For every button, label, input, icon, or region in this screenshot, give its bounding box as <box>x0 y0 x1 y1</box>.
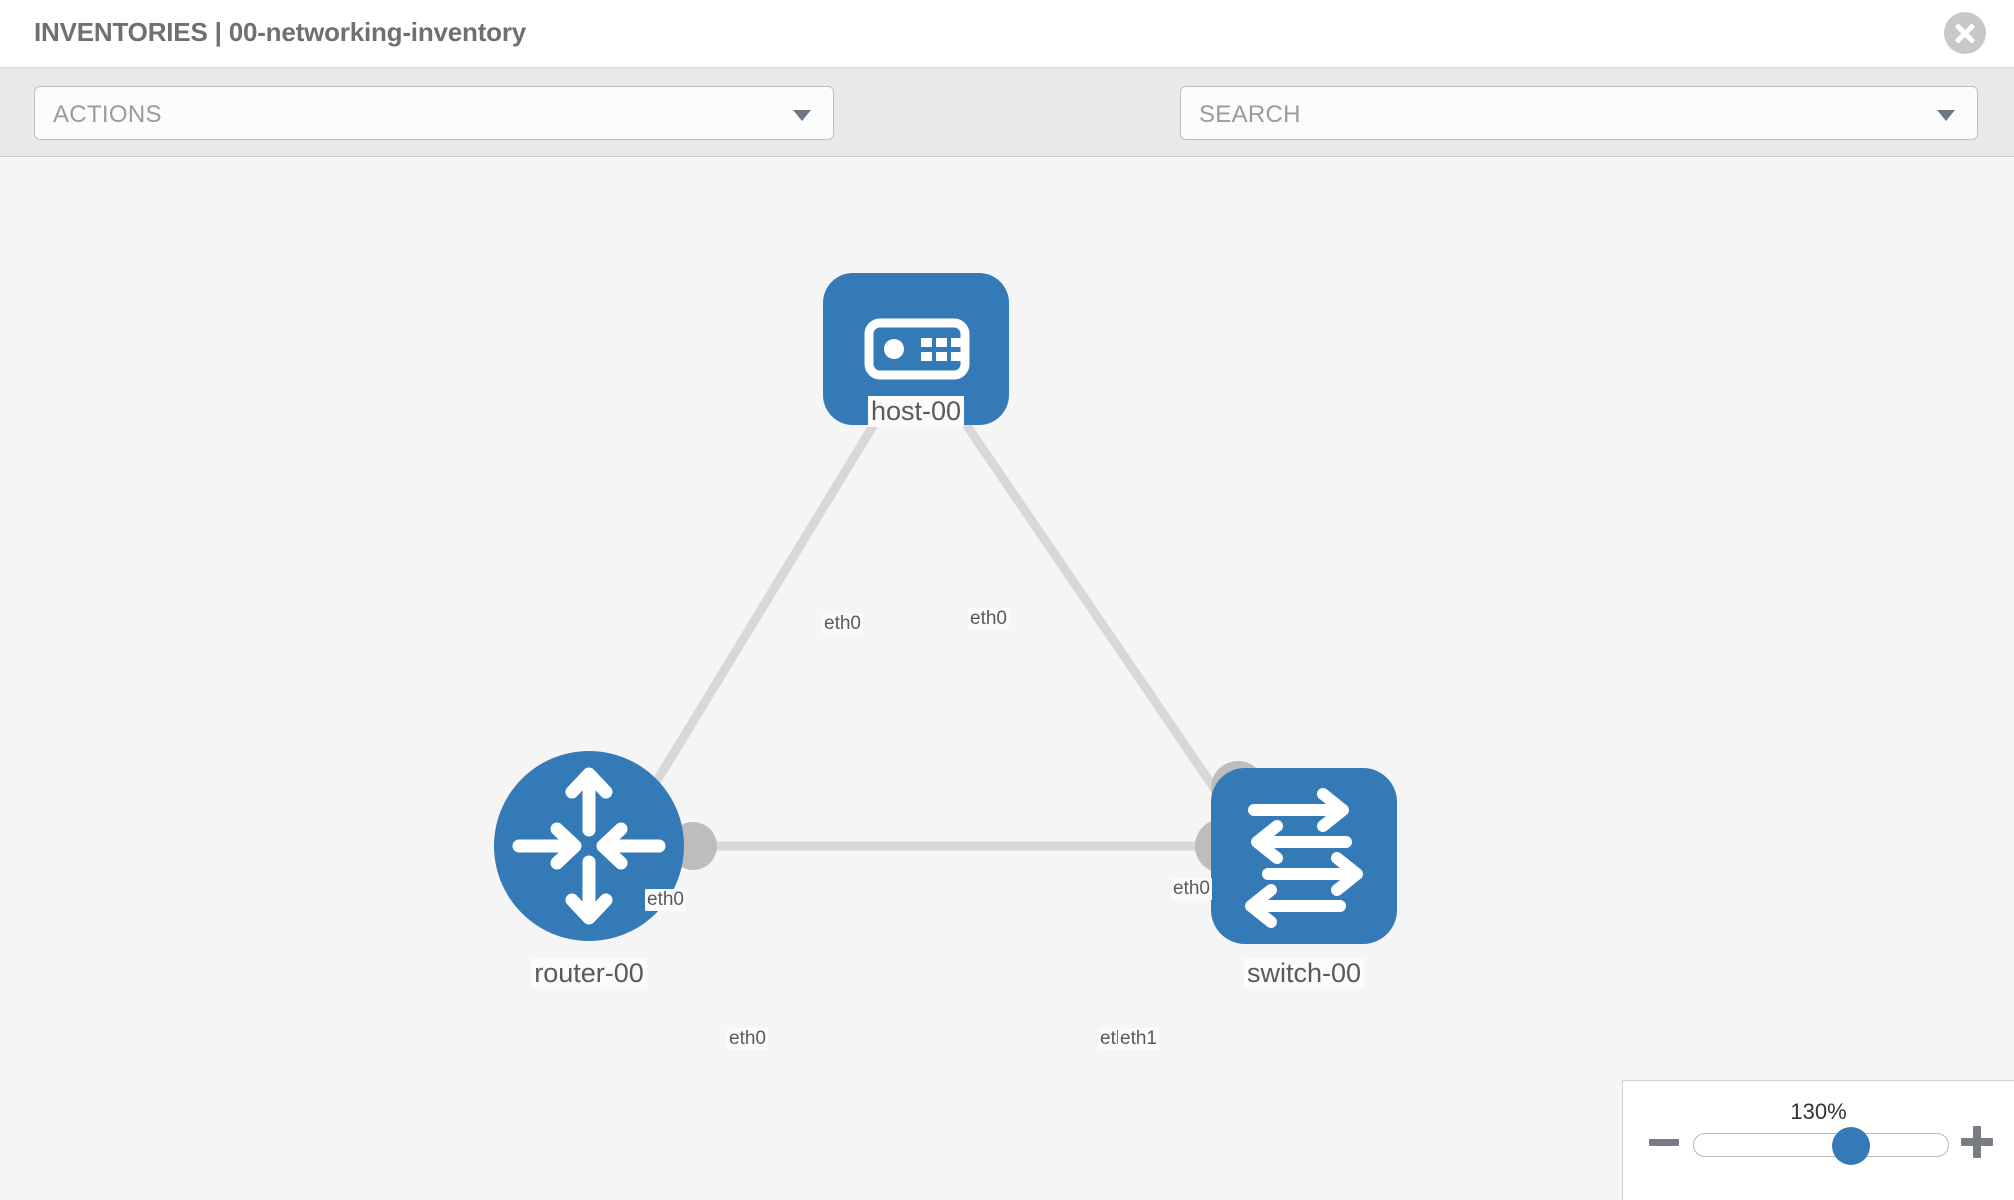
minus-icon[interactable] <box>1647 1125 1681 1159</box>
node-label-host-00: host-00 <box>867 396 965 427</box>
topology-graph <box>494 273 1397 944</box>
iface-label-switch-left-b: eth1 <box>1118 1028 1159 1050</box>
node-label-router-00: router-00 <box>531 958 647 989</box>
window-header: INVENTORIES | 00-networking-inventory <box>0 0 2014 68</box>
search-input[interactable]: SEARCH <box>1180 86 1978 140</box>
iface-label-host-left: eth0 <box>822 613 863 635</box>
actions-dropdown[interactable]: ACTIONS <box>34 86 834 140</box>
iface-label-router-right: eth0 <box>727 1028 768 1050</box>
page-title: INVENTORIES | 00-networking-inventory <box>34 17 527 47</box>
minus-icon-bar <box>1649 1139 1679 1146</box>
plus-icon-bar-v <box>1973 1126 1981 1158</box>
router-arrows-icon <box>512 767 666 925</box>
zoom-level-label: 130% <box>1790 1099 1847 1124</box>
node-router-00[interactable] <box>494 751 684 941</box>
node-host-00[interactable] <box>823 273 1009 425</box>
zoom-control-panel: 130% <box>1622 1080 2014 1200</box>
plus-icon[interactable] <box>1960 1125 1994 1159</box>
chevron-down-icon <box>793 110 811 121</box>
actions-dropdown-label: ACTIONS <box>53 101 162 128</box>
server-icon <box>864 318 970 380</box>
zoom-slider[interactable] <box>1693 1127 1949 1165</box>
link-layer <box>606 395 1259 861</box>
switch-arrows-icon <box>1245 788 1363 928</box>
iface-label-host-right: eth0 <box>968 608 1009 630</box>
close-icon[interactable] <box>1944 12 1986 54</box>
iface-label-router-up: eth0 <box>645 889 686 911</box>
node-switch-00[interactable] <box>1211 768 1397 944</box>
toolbar: ACTIONS SEARCH <box>0 68 2014 199</box>
node-label-switch-00: switch-00 <box>1243 958 1365 989</box>
search-input-placeholder: SEARCH <box>1199 101 1301 128</box>
link-host-switch[interactable] <box>944 395 1259 851</box>
iface-label-switch-up: eth0 <box>1171 878 1212 900</box>
chevron-down-icon <box>1937 110 1955 121</box>
zoom-slider-thumb[interactable] <box>1832 1127 1871 1165</box>
topology-canvas[interactable]: host-00 router-00 switch-00 eth0 eth0 et… <box>0 158 2014 1200</box>
